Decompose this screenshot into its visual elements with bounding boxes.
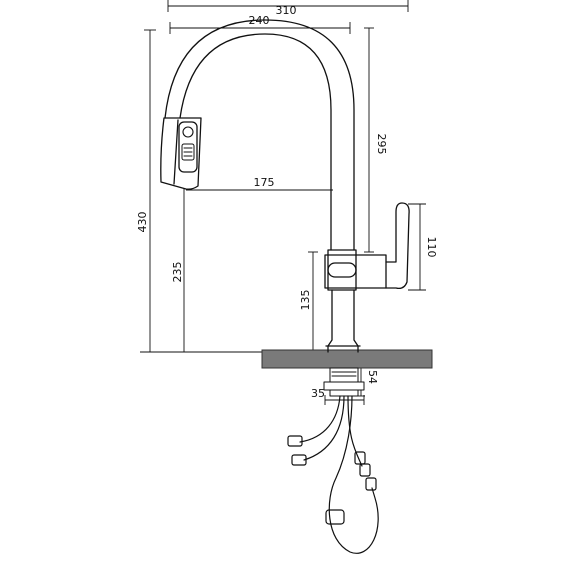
countertop xyxy=(261,349,433,369)
dimension-lines xyxy=(140,0,426,405)
spray-head xyxy=(160,117,202,190)
dim-outlet-height-label: 235 xyxy=(171,262,184,283)
dim-overall-width-label: 310 xyxy=(276,4,297,17)
hose-fittings xyxy=(287,435,377,525)
handle xyxy=(385,202,410,290)
dim-shank-length-label: 54 xyxy=(366,370,379,384)
dim-spout-projection-label: 175 xyxy=(254,176,275,189)
dim-handle-height-label: 110 xyxy=(425,237,438,258)
dim-shank-diameter-label: 35 xyxy=(311,387,325,400)
dim-spout-height-label: 295 xyxy=(375,134,388,155)
hoses xyxy=(299,395,379,554)
shank xyxy=(323,367,365,397)
dim-body-height-label: 135 xyxy=(299,290,312,311)
spray-button-icon xyxy=(182,126,194,138)
faucet-body xyxy=(324,249,387,353)
dim-spout-reach-label: 240 xyxy=(249,14,270,27)
dim-total-height-label: 430 xyxy=(136,212,149,233)
spout xyxy=(164,19,355,251)
spray-mode-icon xyxy=(181,143,195,161)
